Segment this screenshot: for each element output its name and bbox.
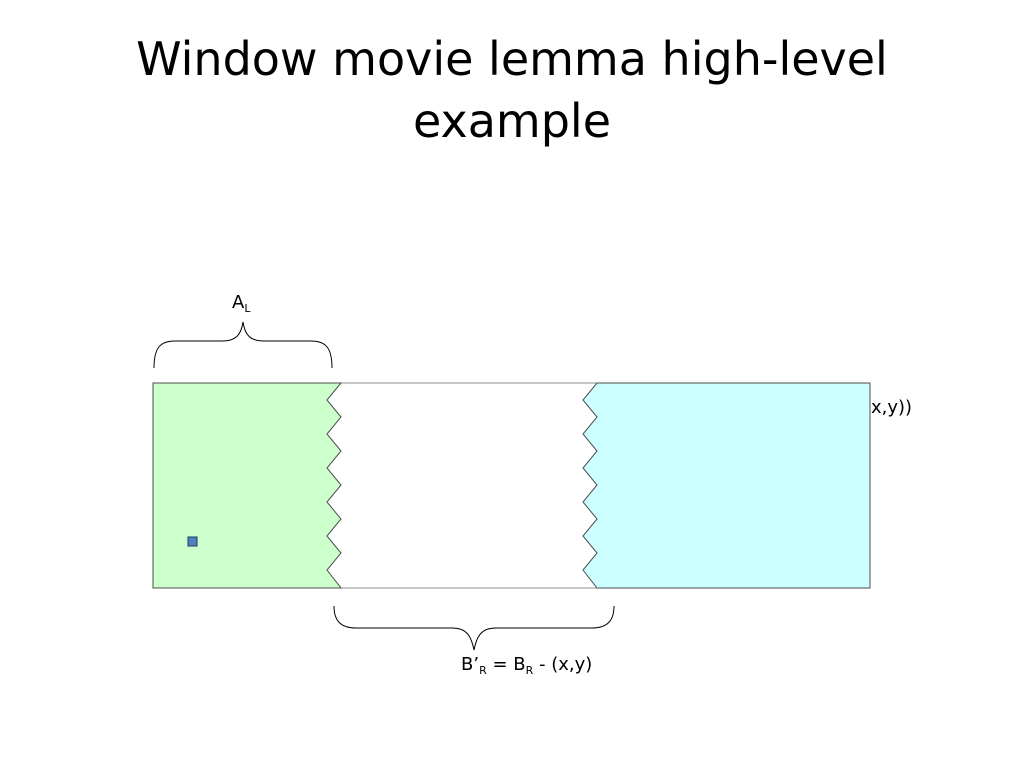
label-b-prime-r: B’R = BR - (x,y) <box>461 654 592 682</box>
left-region-a-l <box>152 382 343 589</box>
brace-a-l <box>153 321 333 369</box>
label-b-prime-r-part1: B’ <box>461 654 480 675</box>
label-a-l-main: A <box>232 292 245 313</box>
right-region <box>582 382 871 589</box>
slide-title: Window movie lemma high-level example <box>136 32 888 148</box>
label-b-prime-r-sub1: R <box>479 664 487 677</box>
label-a-l-sub: L <box>244 302 251 315</box>
label-b-prime-r-part3: - (x,y) <box>533 654 593 675</box>
label-a-l: AL <box>232 292 250 320</box>
label-xy-fragment: x,y)) <box>871 397 913 418</box>
brace-b-r <box>333 605 615 651</box>
label-b-prime-r-part2: = B <box>486 654 526 675</box>
point-marker <box>187 536 198 547</box>
label-b-prime-r-sub2: R <box>525 664 534 677</box>
